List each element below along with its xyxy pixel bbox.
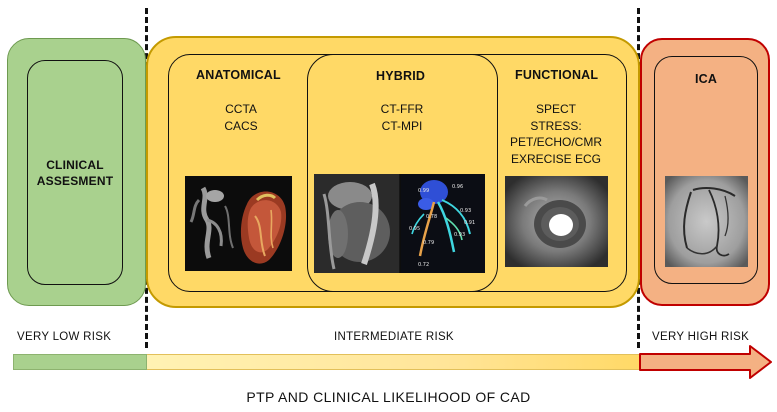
functional-item: STRESS:: [530, 118, 582, 133]
ffr-label: 0.78: [426, 214, 437, 220]
ffr-label: 0.72: [418, 262, 429, 268]
high-risk-arrow: [639, 345, 772, 379]
ica-box: [654, 56, 758, 284]
risk-low-label: VERY LOW RISK: [17, 331, 112, 343]
ct-ffr-image: 0.96 0.99 0.93 0.78 0.79 0.95 0.91 0.72 …: [314, 174, 485, 273]
hybrid-list: CT-FFR CT-MPI: [368, 101, 436, 135]
perfusion-image: [505, 176, 608, 267]
clinical-title: CLINICAL ASSESMENT: [36, 157, 114, 188]
ffr-label: 0.95: [409, 226, 420, 232]
ica-title: ICA: [695, 72, 718, 86]
ffr-label: 0.99: [418, 188, 429, 194]
anatomical-title: ANATOMICAL: [196, 68, 281, 82]
hybrid-item: CT-FFR: [380, 102, 424, 116]
ffr-label: 0.91: [464, 220, 475, 226]
risk-intermediate-label: INTERMEDIATE RISK: [334, 331, 454, 343]
ffr-label: 0.93: [460, 208, 471, 214]
functional-item: PET/ECHO/CMR: [509, 135, 602, 149]
axis-title: PTP AND CLINICAL LIKELIHOOD OF CAD: [246, 389, 531, 405]
low-risk-bar: [13, 354, 147, 370]
risk-high-label: VERY HIGH RISK: [652, 331, 750, 343]
ffr-label: 0.79: [423, 240, 434, 246]
functional-title: FUNCTIONAL: [515, 68, 599, 82]
angiography-image: [665, 176, 748, 267]
hybrid-item: CT-MPI: [381, 119, 423, 133]
ffr-label: 0.96: [452, 184, 463, 190]
hybrid-title: HYBRID: [376, 69, 426, 83]
anatomical-list: CCTA CACS: [212, 101, 270, 135]
intermediate-risk-bar: [147, 354, 641, 370]
ffr-label: 0.93: [454, 232, 465, 238]
ccta-heart-image: [185, 176, 292, 271]
functional-list: SPECT STRESS: PET/ECHO/CMR EXRECISE ECG: [496, 101, 616, 167]
functional-item: SPECT: [535, 102, 576, 116]
clinical-box: CLINICAL ASSESMENT: [27, 60, 123, 285]
anatomical-item: CACS: [224, 119, 258, 133]
functional-item: EXRECISE ECG: [510, 151, 602, 166]
anatomical-item: CCTA: [225, 102, 257, 116]
